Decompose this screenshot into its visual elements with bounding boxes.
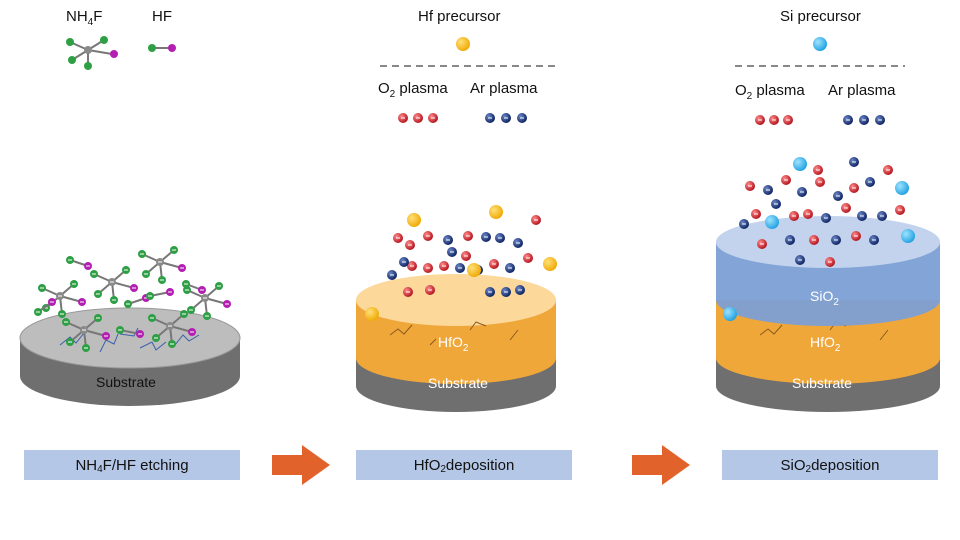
si-precursor-icon [813, 37, 827, 51]
panel3-ar-plasma-label: Ar plasma [828, 82, 896, 99]
panel3-o2-plasma-label: O2 plasma [735, 82, 805, 102]
panel2-ar-plasma-label: Ar plasma [470, 80, 538, 97]
plasma-legend-dots [398, 113, 885, 125]
panel1-substrate-label: Substrate [96, 374, 156, 390]
hf-precursor-label: Hf precursor [418, 8, 501, 25]
hf-precursor-particle [543, 257, 557, 271]
panel3-substrate-label: Substrate [792, 375, 852, 391]
hf-molecules [34, 246, 231, 352]
panel2-substrate-label: Substrate [428, 375, 488, 391]
panel3-sio2-layer-label: SiO2 [810, 288, 839, 308]
si-precursor-particle [901, 229, 915, 243]
nh4f-legend-molecule [66, 36, 118, 70]
panel1-substrate-disk [19, 307, 241, 406]
process-arrow-2 [632, 445, 690, 485]
hf-precursor-particle [489, 205, 503, 219]
panel2-hfo2-layer-label: HfO2 [438, 334, 469, 354]
si-precursor-label: Si precursor [780, 8, 861, 25]
plasma-particles [365, 157, 915, 321]
si-precursor-particle [765, 215, 779, 229]
panel2-hfo2-layer [356, 274, 556, 384]
hf-precursor-particle [365, 307, 379, 321]
hf-precursor-particle [467, 263, 481, 277]
si-precursor-particle [793, 157, 807, 171]
hf-legend-molecule [148, 44, 176, 52]
hf-precursor-particle [407, 213, 421, 227]
hf-precursor-icon [456, 37, 470, 51]
panel2-o2-plasma-label: O2 plasma [378, 80, 448, 100]
si-precursor-particle [895, 181, 909, 195]
nh4f-legend-label: NH4F [66, 8, 103, 28]
panel3-hfo2-layer-label: HfO2 [810, 334, 841, 354]
hf-legend-label: HF [152, 8, 172, 25]
si-precursor-particle [723, 307, 737, 321]
process-arrow-1 [272, 445, 330, 485]
